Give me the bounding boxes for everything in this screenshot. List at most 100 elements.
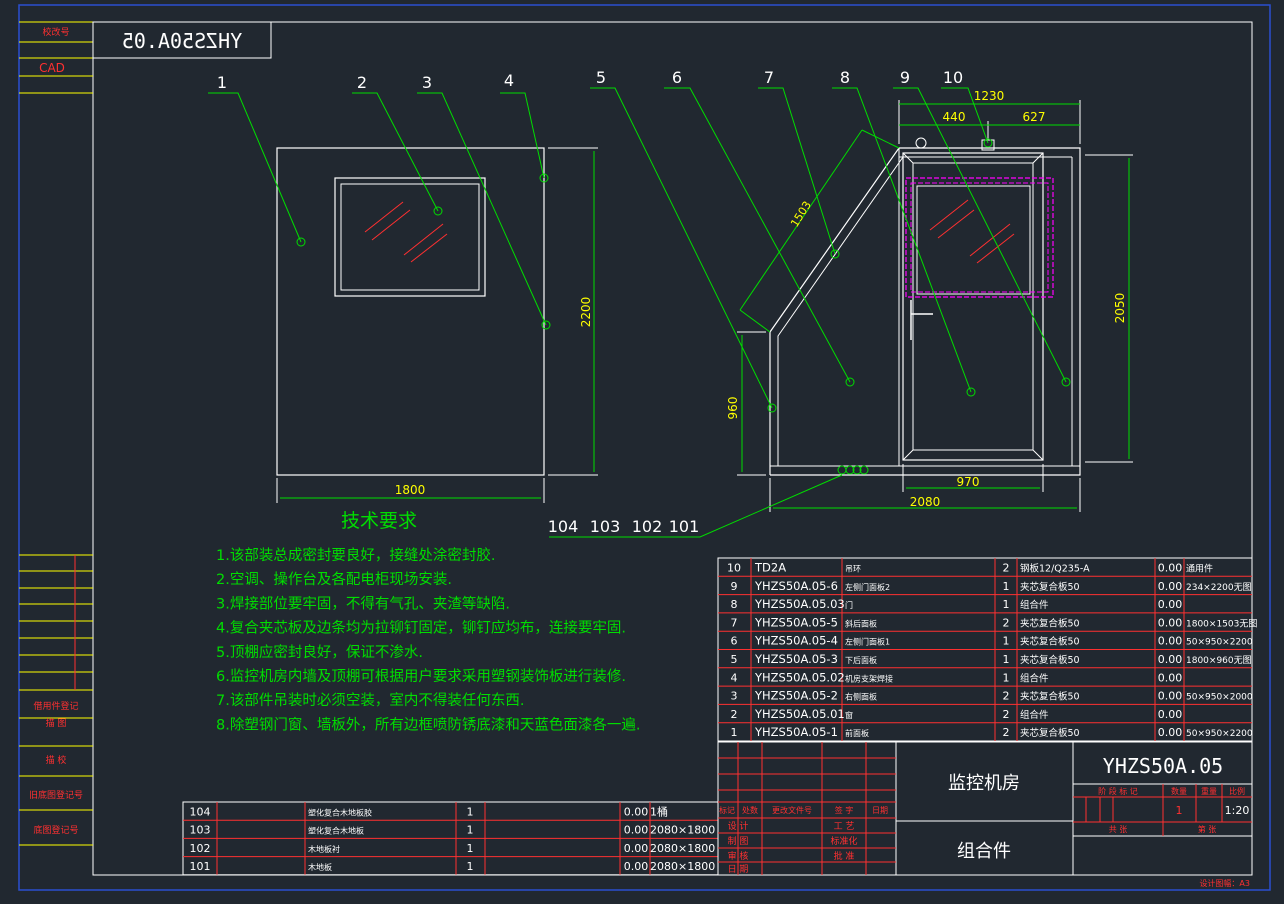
front-view: 1800 2200	[276, 147, 598, 503]
front-window-outer	[334, 177, 486, 297]
bom-right-name: 前面板	[845, 728, 869, 738]
bom-right-weight: 0.00	[1158, 598, 1183, 611]
bom-right-name: 左侧门面板1	[845, 637, 890, 647]
bom-right-name: 下后面板	[845, 655, 877, 665]
bom-right-code: YHZS50A.05-4	[754, 634, 838, 648]
bom-right-no: 8	[731, 598, 738, 611]
change-h-0: 标记	[719, 805, 735, 815]
bom-right-no: 3	[731, 690, 738, 703]
bom-bottom-weight: 0.00	[624, 806, 649, 819]
change-h-1: 处数	[742, 805, 758, 815]
lifting-ring-left	[915, 137, 927, 149]
left-label-0: 校改号	[42, 26, 69, 38]
part-type: 组合件	[957, 841, 1011, 862]
bom-right-qty: 1	[1003, 635, 1010, 648]
bom-bottom-note: 2080×1800	[650, 824, 715, 837]
bom-right-qty: 1	[1003, 598, 1010, 611]
bom-bottom-qty: 1	[467, 860, 474, 873]
bom-right-material: 组合件	[1020, 599, 1049, 611]
bom-right-qty: 2	[1003, 616, 1010, 629]
bom-right-material: 组合件	[1020, 672, 1049, 684]
bom-right-qty: 2	[1003, 708, 1010, 721]
bom-bottom-name: 木地板	[308, 862, 332, 872]
bom-bottom-weight: 0.00	[624, 860, 649, 873]
bom-bottom-weight: 0.00	[624, 824, 649, 837]
bom-right-note: 1800×960无图	[1186, 655, 1252, 666]
dim-2080: 2080	[910, 495, 941, 509]
bom-right-code: YHZS50A.05.02	[754, 670, 845, 684]
left-label-5: 旧底图登记号	[29, 789, 83, 801]
bom-right-code: YHZS50A.05-2	[754, 689, 838, 703]
bom-right-weight: 0.00	[1158, 726, 1183, 739]
bom-right-material: 夹芯复合板50	[1020, 581, 1080, 593]
sheet-total: 共 张	[1109, 825, 1128, 834]
mirrored-code: YHZS50A.05	[122, 29, 242, 53]
left-label-1: CAD	[39, 61, 65, 75]
bom-right-weight: 0.00	[1158, 671, 1183, 684]
callout-8: 8	[840, 68, 850, 87]
bom-right-code: YHZS50A.05.01	[754, 707, 845, 721]
bom-right-no: 9	[731, 580, 738, 593]
stage-h-0: 阶 段 标 记	[1098, 786, 1138, 796]
door-glass	[916, 185, 1031, 295]
front-markers	[296, 173, 551, 330]
inner-border	[92, 21, 1253, 876]
bom-bottom-name: 塑化复合木地板胶	[308, 808, 372, 818]
bom-right-note: 234×2200无图	[1186, 582, 1252, 593]
change-h-4: 日期	[872, 806, 888, 815]
bom-right-qty: 2	[1003, 726, 1010, 739]
bom-bottom-qty: 1	[467, 806, 474, 819]
left-label-6: 底图登记号	[33, 824, 78, 836]
bom-right-weight: 0.00	[1158, 635, 1183, 648]
bom-right-note: 通用件	[1186, 563, 1213, 575]
callout-3: 3	[422, 73, 432, 92]
bom-right-name: 机房支架焊接	[845, 673, 893, 683]
magenta-window-frame-outer	[905, 177, 1054, 298]
change-h-2: 更改文件号	[772, 805, 812, 815]
change-h-3: 签 字	[835, 805, 854, 815]
dim-440: 440	[943, 110, 966, 124]
side-outline	[769, 147, 1081, 476]
bom-right-weight: 0.00	[1158, 708, 1183, 721]
tech-title: 技术要求	[341, 510, 417, 532]
bom-right-weight: 0.00	[1158, 580, 1183, 593]
tech-item: 8.除塑钢门窗、墙板外，所有边框喷防锈底漆和天蓝色面漆各一遍.	[216, 715, 640, 733]
bom-right-material: 夹芯复合板50	[1020, 654, 1080, 666]
front-window-inner	[340, 183, 480, 291]
bom-right-material: 组合件	[1020, 709, 1049, 721]
drawing-number: YHZS50A.05	[1103, 754, 1223, 778]
bom-right-note: 50×950×2200	[1186, 729, 1253, 739]
part-name: 监控机房	[948, 773, 1020, 794]
callout-2: 2	[357, 73, 367, 92]
bom-right-material: 夹芯复合板50	[1020, 691, 1080, 703]
bom-right-no: 4	[731, 671, 738, 684]
bom-bottom-no: 101	[190, 860, 211, 873]
bom-right-material: 钢板12/Q235-A	[1020, 563, 1090, 575]
callout-101: 101	[669, 517, 700, 536]
sign-1-1: 标准化	[830, 835, 857, 847]
bom-right-weight: 0.00	[1158, 653, 1183, 666]
tech-item: 5.顶棚应密封良好，保证不渗水.	[216, 643, 423, 661]
bom-right-name: 吊环	[845, 565, 861, 574]
sheet-no: 第 张	[1198, 824, 1217, 834]
bom-right-qty: 2	[1003, 690, 1010, 703]
left-strip	[19, 21, 93, 846]
bom-right-name: 门	[845, 600, 853, 610]
code-box	[92, 21, 272, 59]
sign-2-0: 审 核	[728, 850, 749, 862]
tech-item: 6.监控机房内墙及顶棚可根据用户要求采用塑钢装饰板进行装修.	[216, 667, 626, 685]
title-block: 标记 处数 更改文件号 签 字 日期 设 计 工 艺 制 图 标准化 审 核 批…	[717, 741, 1253, 888]
bom-right-note: 50×950×2000	[1186, 693, 1253, 703]
bom-right-code: YHZS50A.05-6	[754, 579, 838, 593]
bom-right-qty: 2	[1003, 562, 1010, 575]
bom-bottom-no: 104	[190, 806, 211, 819]
